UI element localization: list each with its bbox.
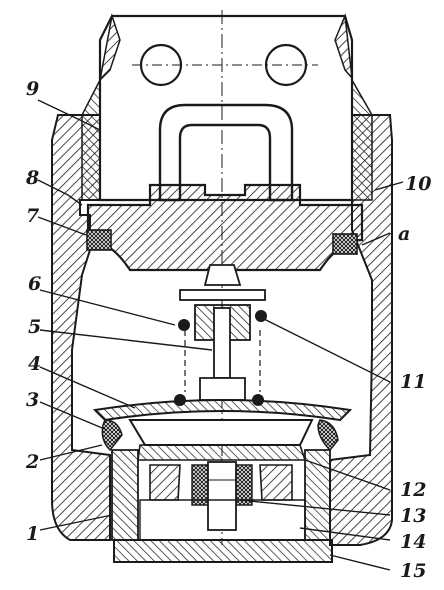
valve-stem-5: [178, 264, 267, 401]
labels: 9 8 7 6 5 4 3 2 1 10 a 11 12 13 14 15: [25, 78, 431, 582]
label-15: 15: [400, 560, 426, 582]
label-2: 2: [25, 451, 39, 473]
right-seal-ring: [332, 233, 358, 255]
label-13: 13: [400, 505, 426, 527]
left-seal-ring: [86, 229, 112, 251]
label-11: 11: [400, 371, 426, 393]
housing-1: [51, 77, 393, 546]
label-6: 6: [28, 273, 41, 295]
leader-lines: [37, 99, 404, 571]
label-12: 12: [400, 479, 426, 501]
diaphragm-3: [92, 394, 353, 452]
label-7: 7: [26, 205, 39, 227]
valve-seat-assembly: [111, 419, 331, 541]
label-4: 4: [28, 353, 41, 375]
label-9: 9: [26, 78, 39, 100]
label-14: 14: [400, 531, 426, 553]
label-a: a: [398, 223, 410, 245]
label-5: 5: [28, 316, 41, 338]
label-10: 10: [405, 173, 431, 195]
bottom-plate-15: [113, 539, 333, 563]
piston-7: [86, 183, 364, 272]
label-1: 1: [26, 523, 39, 545]
label-8: 8: [25, 167, 39, 189]
label-3: 3: [26, 389, 39, 411]
